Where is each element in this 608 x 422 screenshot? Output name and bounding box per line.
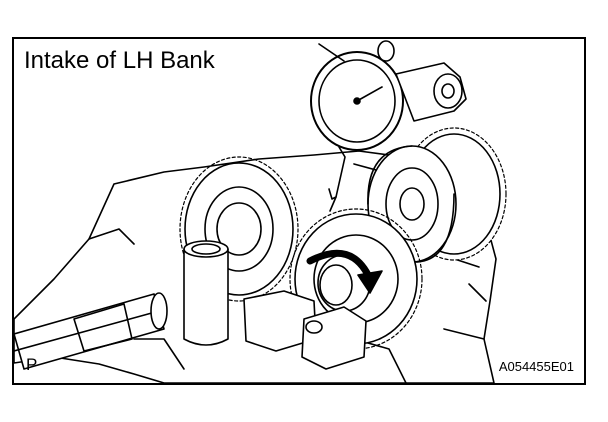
rear-camshaft-gear: [367, 127, 507, 263]
figure-title: Intake of LH Bank: [24, 47, 215, 74]
rotation-arrow: [306, 249, 383, 294]
camshaft-gear-backlash-illustration: [14, 40, 507, 383]
figure-code: A054455E01: [498, 359, 574, 374]
indicator-mount: [395, 62, 467, 122]
center-camshaft-gear: [289, 208, 423, 350]
illustration-frame: Intake of LH Bank P A054455E01: [12, 37, 586, 385]
corner-mark: P: [26, 355, 38, 374]
dial-indicator: [310, 40, 404, 212]
left-shaft: [14, 292, 168, 370]
camshaft-journal: [183, 240, 229, 346]
bearing-caps: [243, 290, 367, 370]
